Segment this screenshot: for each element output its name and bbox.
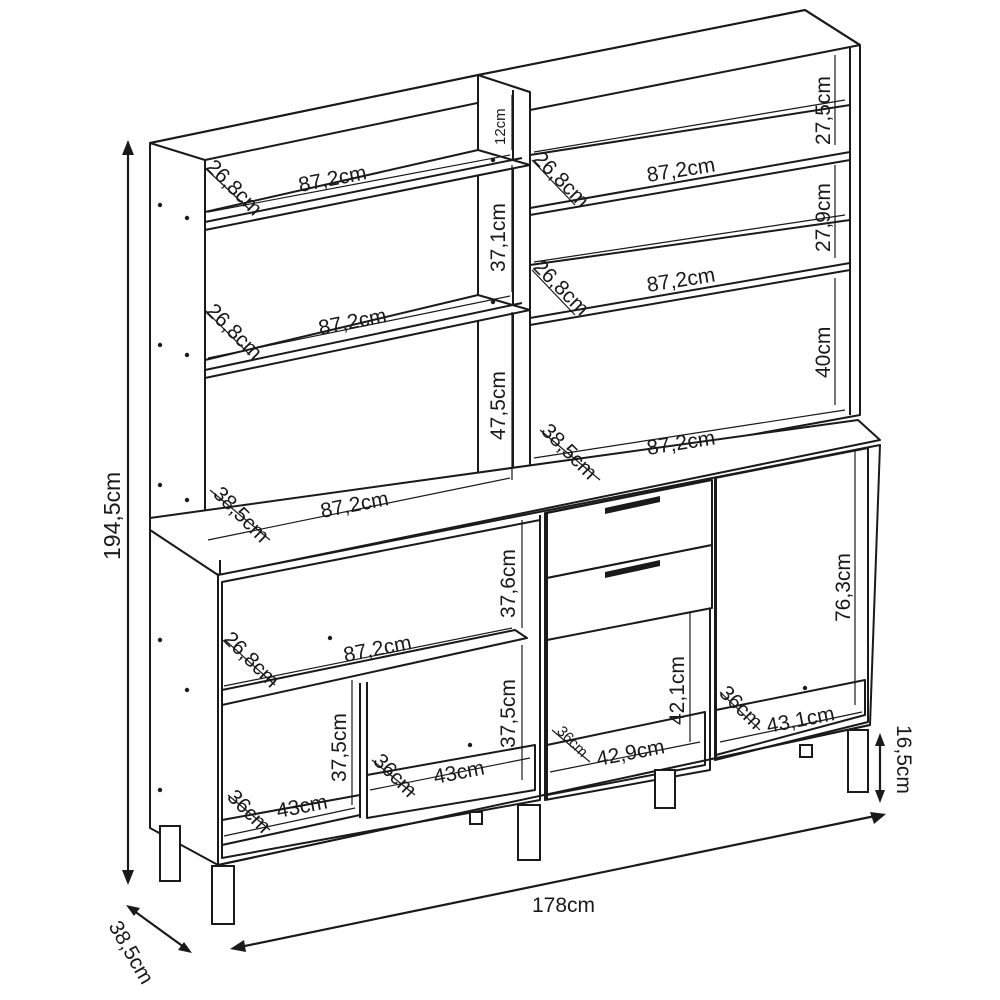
- lr-drawer-cell-height: 42,1cm: [666, 656, 689, 725]
- ll-niche-height: 37,6cm: [497, 549, 520, 618]
- ll-right-cell-height: 37,5cm: [497, 679, 520, 748]
- ul-top-gap: 12cm: [492, 108, 509, 145]
- lower-left-shelf: [221, 629, 528, 706]
- overall-width-label: 178cm: [532, 894, 595, 917]
- overall-height-label: 194,5cm: [99, 472, 125, 560]
- lower-cabinet: [149, 444, 881, 925]
- ur-top-gap: 27,5cm: [812, 76, 835, 145]
- drawer-1-handle[interactable]: [605, 496, 660, 514]
- ul-base-gap: 47,5cm: [487, 371, 510, 440]
- ur-gap2: 27,9cm: [812, 183, 835, 252]
- leg-front-middle: [517, 804, 541, 861]
- lr-door-cell-height: 76,3cm: [832, 553, 855, 622]
- leg-front-left: [211, 865, 235, 925]
- upper-right-shelf-1: [529, 104, 851, 216]
- leg-front-right: [847, 729, 869, 793]
- drawer-2[interactable]: [546, 544, 713, 641]
- ll-left-cell-height: 37,5cm: [328, 713, 351, 782]
- leg-back-left: [159, 825, 181, 882]
- dimension-lines: [122, 55, 886, 953]
- drawer-2-handle[interactable]: [605, 560, 660, 578]
- legs-height-label: 16,5cm: [892, 725, 915, 794]
- ur-gap3: 40cm: [812, 327, 835, 378]
- upper-right-shelf-2: [529, 219, 851, 326]
- lower-left-side-panel: [149, 529, 219, 866]
- ul-mid-gap: 37,1cm: [487, 203, 510, 272]
- leg-back-middle: [654, 769, 676, 809]
- overall-depth-label: 38,5cm: [104, 917, 158, 988]
